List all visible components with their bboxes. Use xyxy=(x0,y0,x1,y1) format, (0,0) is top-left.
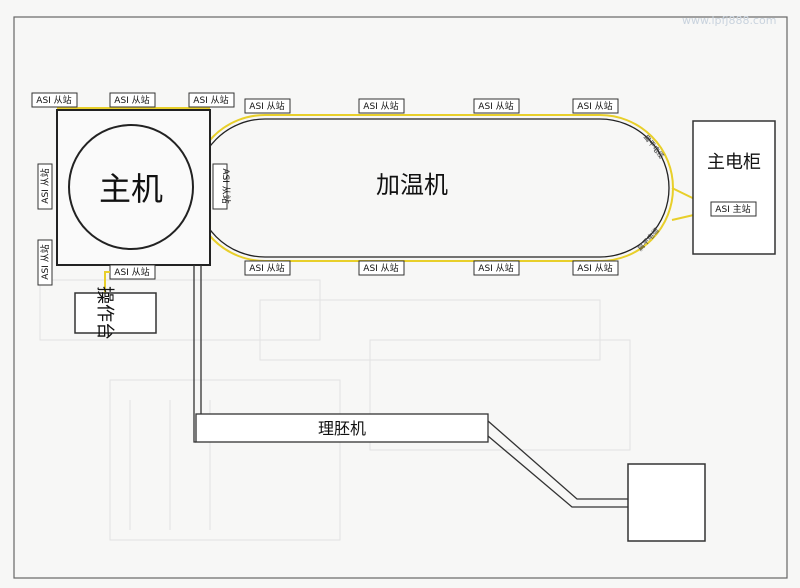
background-sketch xyxy=(39,279,631,541)
console: 操作台 xyxy=(74,286,157,340)
asi-slave-heater-bottom-4: ASI 从站 xyxy=(572,260,619,276)
asi-slave-host-top-3: ASI 从站 xyxy=(188,92,235,108)
asi-slave-host-right: ASI 从站 xyxy=(212,163,232,210)
hopper-box xyxy=(627,463,706,542)
svg-text:ASI 从站: ASI 从站 xyxy=(577,262,612,274)
page-frame xyxy=(13,16,788,579)
svg-text:ASI 从站: ASI 从站 xyxy=(249,100,284,112)
svg-text:ASI 从站: ASI 从站 xyxy=(114,94,149,106)
flat-cable-label-top: 扁平电缆 xyxy=(642,133,666,161)
asi-slave-heater-bottom-1: ASI 从站 xyxy=(244,260,291,276)
svg-text:ASI 从站: ASI 从站 xyxy=(39,244,51,279)
svg-text:ASI 主站: ASI 主站 xyxy=(715,203,750,215)
asi-slave-heater-top-1: ASI 从站 xyxy=(244,98,291,114)
svg-text:ASI 从站: ASI 从站 xyxy=(36,94,71,106)
asi-slave-heater-bottom-3: ASI 从站 xyxy=(473,260,520,276)
svg-text:ASI 从站: ASI 从站 xyxy=(363,100,398,112)
host-label: 主机 xyxy=(99,170,163,208)
asi-slave-heater-top-2: ASI 从站 xyxy=(358,98,405,114)
asi-slave-heater-top-3: ASI 从站 xyxy=(473,98,520,114)
svg-text:ASI 从站: ASI 从站 xyxy=(363,262,398,274)
unscrambler: 理胚机 xyxy=(195,413,489,443)
svg-text:ASI 从站: ASI 从站 xyxy=(114,266,149,278)
svg-text:ASI 从站: ASI 从站 xyxy=(478,100,513,112)
asi-slave-heater-bottom-2: ASI 从站 xyxy=(358,260,405,276)
main-cabinet: 主电柜 xyxy=(692,120,776,255)
feed-line-lower xyxy=(487,435,628,508)
flat-cable-label-bottom: 扁平电缆 xyxy=(635,226,660,253)
watermark: www.lpfj888.com xyxy=(682,14,776,27)
asi-slave-host-top-1: ASI 从站 xyxy=(31,92,78,108)
svg-text:ASI 从站: ASI 从站 xyxy=(220,168,232,203)
cabinet-label: 主电柜 xyxy=(707,152,761,173)
heater-label: 加温机 xyxy=(376,171,448,199)
unscrambler-label: 理胚机 xyxy=(318,419,366,438)
svg-text:ASI 从站: ASI 从站 xyxy=(39,168,51,203)
svg-text:ASI 从站: ASI 从站 xyxy=(249,262,284,274)
svg-text:ASI 从站: ASI 从站 xyxy=(577,100,612,112)
console-cable xyxy=(104,271,110,293)
asi-slave-host-top-2: ASI 从站 xyxy=(109,92,156,108)
feed-line-upper xyxy=(487,420,628,500)
svg-text:ASI 从站: ASI 从站 xyxy=(478,262,513,274)
asi-slave-host-left-1: ASI 从站 xyxy=(37,163,53,210)
asi-slave-host-left-2: ASI 从站 xyxy=(37,239,53,286)
asi-slave-host-bottom: ASI 从站 xyxy=(109,264,156,280)
svg-text:ASI 从站: ASI 从站 xyxy=(193,94,228,106)
host-circle xyxy=(68,124,194,250)
asi-master: ASI 主站 xyxy=(710,201,757,217)
console-label: 操作台 xyxy=(94,286,115,340)
asi-slave-heater-top-4: ASI 从站 xyxy=(572,98,619,114)
